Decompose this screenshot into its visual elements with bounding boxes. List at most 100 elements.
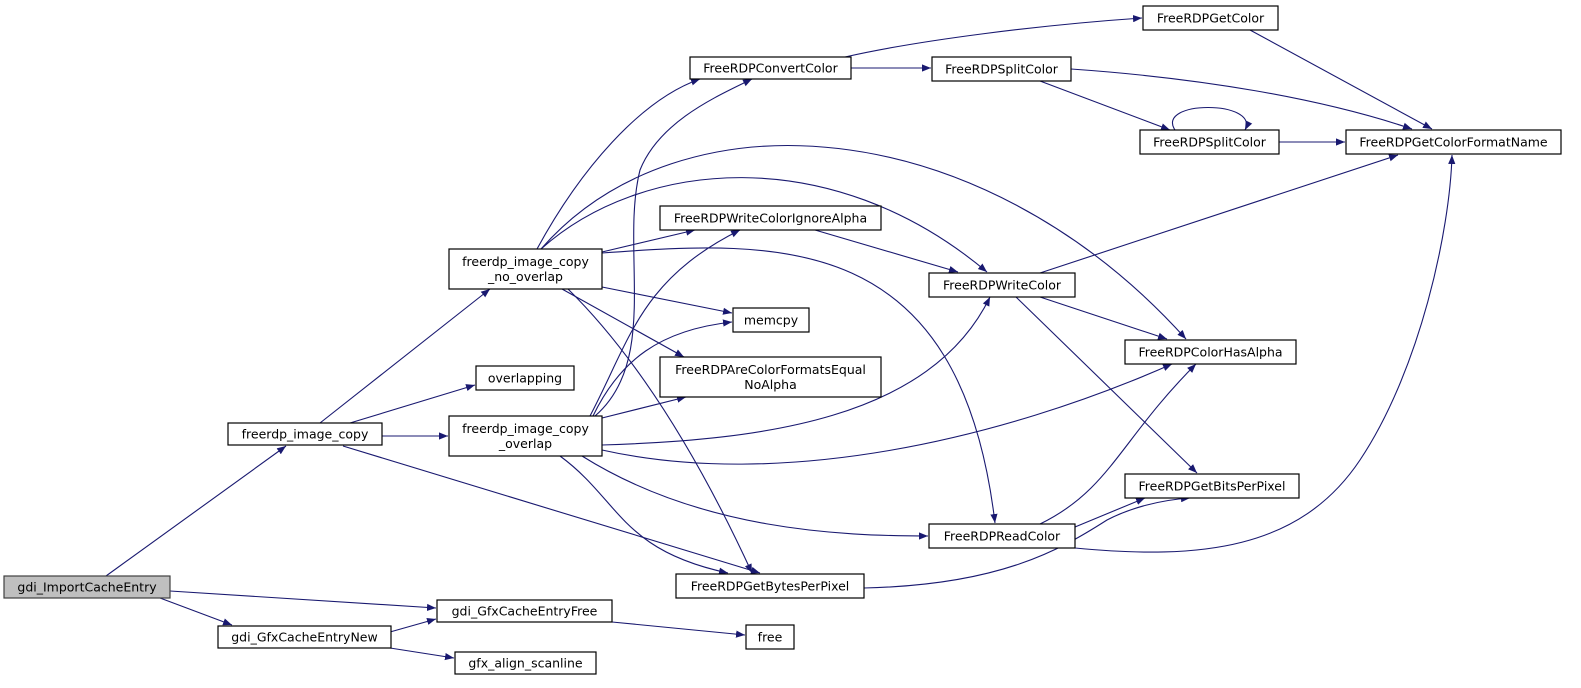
node-label: FreeRDPGetColorFormatName xyxy=(1359,135,1548,150)
edge-gdi-import-cache-entry-to-gdi-gfx-cache-entry-new xyxy=(159,597,233,626)
node-free-rdpget-bytes-per-pixel[interactable]: FreeRDPGetBytesPerPixel xyxy=(675,573,865,599)
edge-gdi-import-cache-entry-to-gdi-gfx-cache-entry-free xyxy=(169,590,437,612)
edge-free-rdpwrite-color-ignore-alpha-to-free-rdpwrite-color xyxy=(814,229,959,273)
node-free-rdpread-color[interactable]: FreeRDPReadColor xyxy=(928,523,1076,549)
node-label: overlapping xyxy=(488,371,562,386)
node-label: gdi_ImportCacheEntry xyxy=(17,580,157,595)
node-free-rdpwrite-color-ignore-alpha[interactable]: FreeRDPWriteColorIgnoreAlpha xyxy=(659,205,882,231)
node-label: _no_overlap xyxy=(487,269,563,284)
node-box xyxy=(448,248,603,290)
node-free-rdpconvert-color[interactable]: FreeRDPConvertColor xyxy=(689,56,852,80)
edge-freerdp-image-copy-no-overlap-to-free-rdpread-color xyxy=(601,247,998,524)
node-label: free xyxy=(758,630,783,645)
node-box xyxy=(732,307,810,333)
node-box xyxy=(931,56,1072,82)
node-freerdp-image-copy-no-overlap[interactable]: freerdp_image_copy_no_overlap xyxy=(448,248,603,290)
node-box xyxy=(928,272,1076,298)
node-label: freerdp_image_copy xyxy=(242,427,369,442)
edge-free-rdpread-color-to-free-rdpget-color-format-name xyxy=(1074,154,1456,553)
edge-freerdp-image-copy-no-overlap-to-free-rdpcolor-has-alpha xyxy=(540,145,1187,340)
edge-freerdp-image-copy-no-overlap-to-free-rdpconvert-color xyxy=(536,78,701,250)
edge-free-rdpsplit-color2-to-free-rdpsplit-color2 xyxy=(1171,106,1253,131)
node-box xyxy=(675,573,865,599)
node-label: FreeRDPAreColorFormatsEqual xyxy=(675,362,866,377)
edge-gdi-gfx-cache-entry-free-to-free xyxy=(611,621,746,638)
node-label: FreeRDPSplitColor xyxy=(1153,135,1267,150)
edge-gdi-import-cache-entry-to-freerdp-image-copy xyxy=(105,445,287,577)
node-free-rdpsplit-color2[interactable]: FreeRDPSplitColor xyxy=(1139,129,1280,155)
node-overlapping[interactable]: overlapping xyxy=(475,365,575,391)
edge-freerdp-image-copy-overlap-to-memcpy xyxy=(592,319,733,417)
node-free-rdpcolor-has-alpha[interactable]: FreeRDPColorHasAlpha xyxy=(1124,339,1297,365)
node-box xyxy=(475,365,575,391)
edge-free-rdpread-color-to-free-rdpget-bits-per-pixel xyxy=(1074,497,1146,528)
edge-free-rdpget-bytes-per-pixel-to-free-rdpget-bits-per-pixel xyxy=(863,495,1191,589)
node-gdi-gfx-cache-entry-free[interactable]: gdi_GfxCacheEntryFree xyxy=(436,599,613,623)
node-box xyxy=(1345,129,1562,155)
nodes-layer: gdi_ImportCacheEntry freerdp_image_copygd… xyxy=(3,5,1562,675)
node-label: freerdp_image_copy xyxy=(462,421,589,436)
edge-freerdp-image-copy-overlap-to-free-rdpare-color-formats-equal-no-alpha xyxy=(601,395,687,419)
node-box xyxy=(659,356,882,398)
node-box xyxy=(1124,339,1297,365)
node-box xyxy=(454,651,597,675)
edge-free-rdpsplit-color-to-free-rdpsplit-color2 xyxy=(1039,80,1171,131)
edge-free-rdpget-color-to-free-rdpget-color-format-name xyxy=(1249,29,1433,130)
edge-free-rdpwrite-color-to-free-rdpcolor-has-alpha xyxy=(1039,296,1168,340)
node-box xyxy=(745,624,795,650)
node-label: gdi_GfxCacheEntryFree xyxy=(452,604,598,619)
node-free-rdpwrite-color[interactable]: FreeRDPWriteColor xyxy=(928,272,1076,298)
edge-freerdp-image-copy-overlap-to-free-rdpcolor-has-alpha xyxy=(601,363,1173,465)
edge-freerdp-image-copy-no-overlap-to-free-rdpwrite-color xyxy=(540,177,988,273)
edge-free-rdpwrite-color-to-free-rdpget-color-format-name xyxy=(1039,154,1399,274)
edge-freerdp-image-copy-overlap-to-free-rdpget-bytes-per-pixel xyxy=(559,455,729,575)
edges-layer xyxy=(105,15,1456,661)
node-freerdp-image-copy-overlap[interactable]: freerdp_image_copy_overlap xyxy=(448,415,603,457)
node-label: FreeRDPSplitColor xyxy=(945,62,1059,77)
node-free-rdpget-color[interactable]: FreeRDPGetColor xyxy=(1142,5,1279,31)
node-label: FreeRDPGetBitsPerPixel xyxy=(1139,479,1286,494)
edge-freerdp-image-copy-no-overlap-to-free-rdpwrite-color-ignore-alpha xyxy=(601,228,696,253)
node-label: freerdp_image_copy xyxy=(462,254,589,269)
node-box xyxy=(928,523,1076,549)
node-label: FreeRDPReadColor xyxy=(944,529,1061,544)
node-gdi-import-cache-entry[interactable]: gdi_ImportCacheEntry xyxy=(3,575,171,599)
node-gfx-align-scanline[interactable]: gfx_align_scanline xyxy=(454,651,597,675)
edge-freerdp-image-copy-overlap-to-free-rdpconvert-color xyxy=(594,78,753,417)
node-label: NoAlpha xyxy=(744,377,797,392)
node-box xyxy=(217,625,392,649)
edge-freerdp-image-copy-no-overlap-to-memcpy xyxy=(601,286,733,315)
node-memcpy[interactable]: memcpy xyxy=(732,307,810,333)
node-gdi-gfx-cache-entry-new[interactable]: gdi_GfxCacheEntryNew xyxy=(217,625,392,649)
node-box xyxy=(689,56,852,80)
node-label: _overlap xyxy=(498,436,552,451)
node-label: FreeRDPWriteColor xyxy=(943,278,1062,293)
node-free-rdpget-color-format-name[interactable]: FreeRDPGetColorFormatName xyxy=(1345,129,1562,155)
node-label: gdi_GfxCacheEntryNew xyxy=(231,630,377,645)
node-label: gfx_align_scanline xyxy=(468,656,583,671)
node-label: memcpy xyxy=(744,313,799,328)
node-label: FreeRDPWriteColorIgnoreAlpha xyxy=(674,211,867,226)
edge-freerdp-image-copy-to-free-rdpget-bytes-per-pixel xyxy=(342,445,761,574)
edge-gdi-gfx-cache-entry-new-to-gfx-align-scanline xyxy=(389,647,455,661)
node-free-rdpsplit-color[interactable]: FreeRDPSplitColor xyxy=(931,56,1072,82)
edge-free-rdpwrite-color-to-free-rdpget-bits-per-pixel xyxy=(1015,296,1198,474)
edge-free-rdpsplit-color-to-free-rdpget-color-format-name xyxy=(1070,68,1413,130)
node-free-rdpget-bits-per-pixel[interactable]: FreeRDPGetBitsPerPixel xyxy=(1124,473,1300,499)
node-freerdp-image-copy[interactable]: freerdp_image_copy xyxy=(227,422,383,446)
edge-freerdp-image-copy-to-freerdp-image-copy-no-overlap xyxy=(319,288,491,424)
edge-freerdp-image-copy-to-overlapping xyxy=(349,384,476,424)
node-box xyxy=(1139,129,1280,155)
node-free[interactable]: free xyxy=(745,624,795,650)
edge-freerdp-image-copy-no-overlap-to-free-rdpare-color-formats-equal-no-alpha xyxy=(561,288,685,358)
node-label: FreeRDPConvertColor xyxy=(703,61,838,76)
node-box xyxy=(1142,5,1279,31)
edge-freerdp-image-copy-overlap-to-free-rdpwrite-color xyxy=(601,296,991,446)
node-box xyxy=(227,422,383,446)
node-box xyxy=(3,575,171,599)
edge-free-rdpread-color-to-free-rdpcolor-has-alpha xyxy=(1039,363,1197,525)
node-label: FreeRDPColorHasAlpha xyxy=(1138,345,1282,360)
node-box xyxy=(659,205,882,231)
